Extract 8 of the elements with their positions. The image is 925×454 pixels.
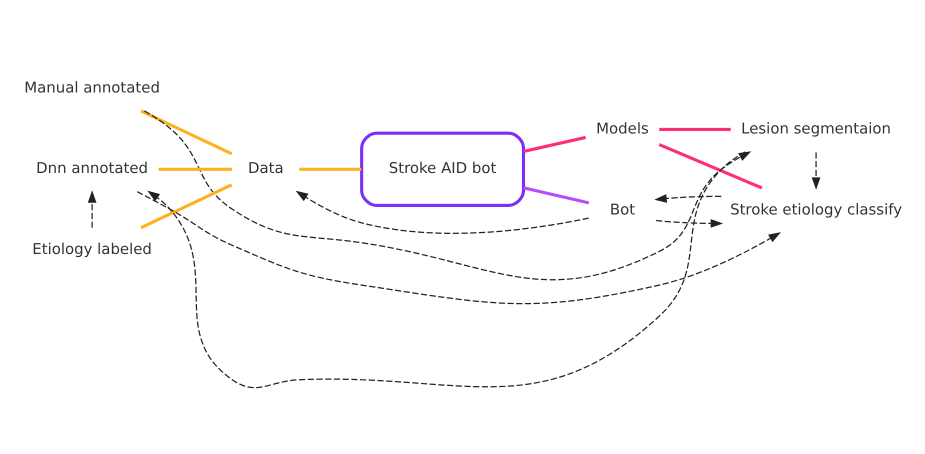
node-text: Models <box>596 119 649 138</box>
node-text: Dnn annotated <box>36 159 148 178</box>
node-text: Lesion segmentaion <box>741 119 891 138</box>
node-text: Etiology labeled <box>32 240 152 258</box>
node-text: Stroke etiology classify <box>730 200 902 218</box>
node-text: Bot <box>610 200 636 218</box>
node-text: Manual annotated <box>24 78 160 96</box>
node-text: Data <box>248 159 284 178</box>
